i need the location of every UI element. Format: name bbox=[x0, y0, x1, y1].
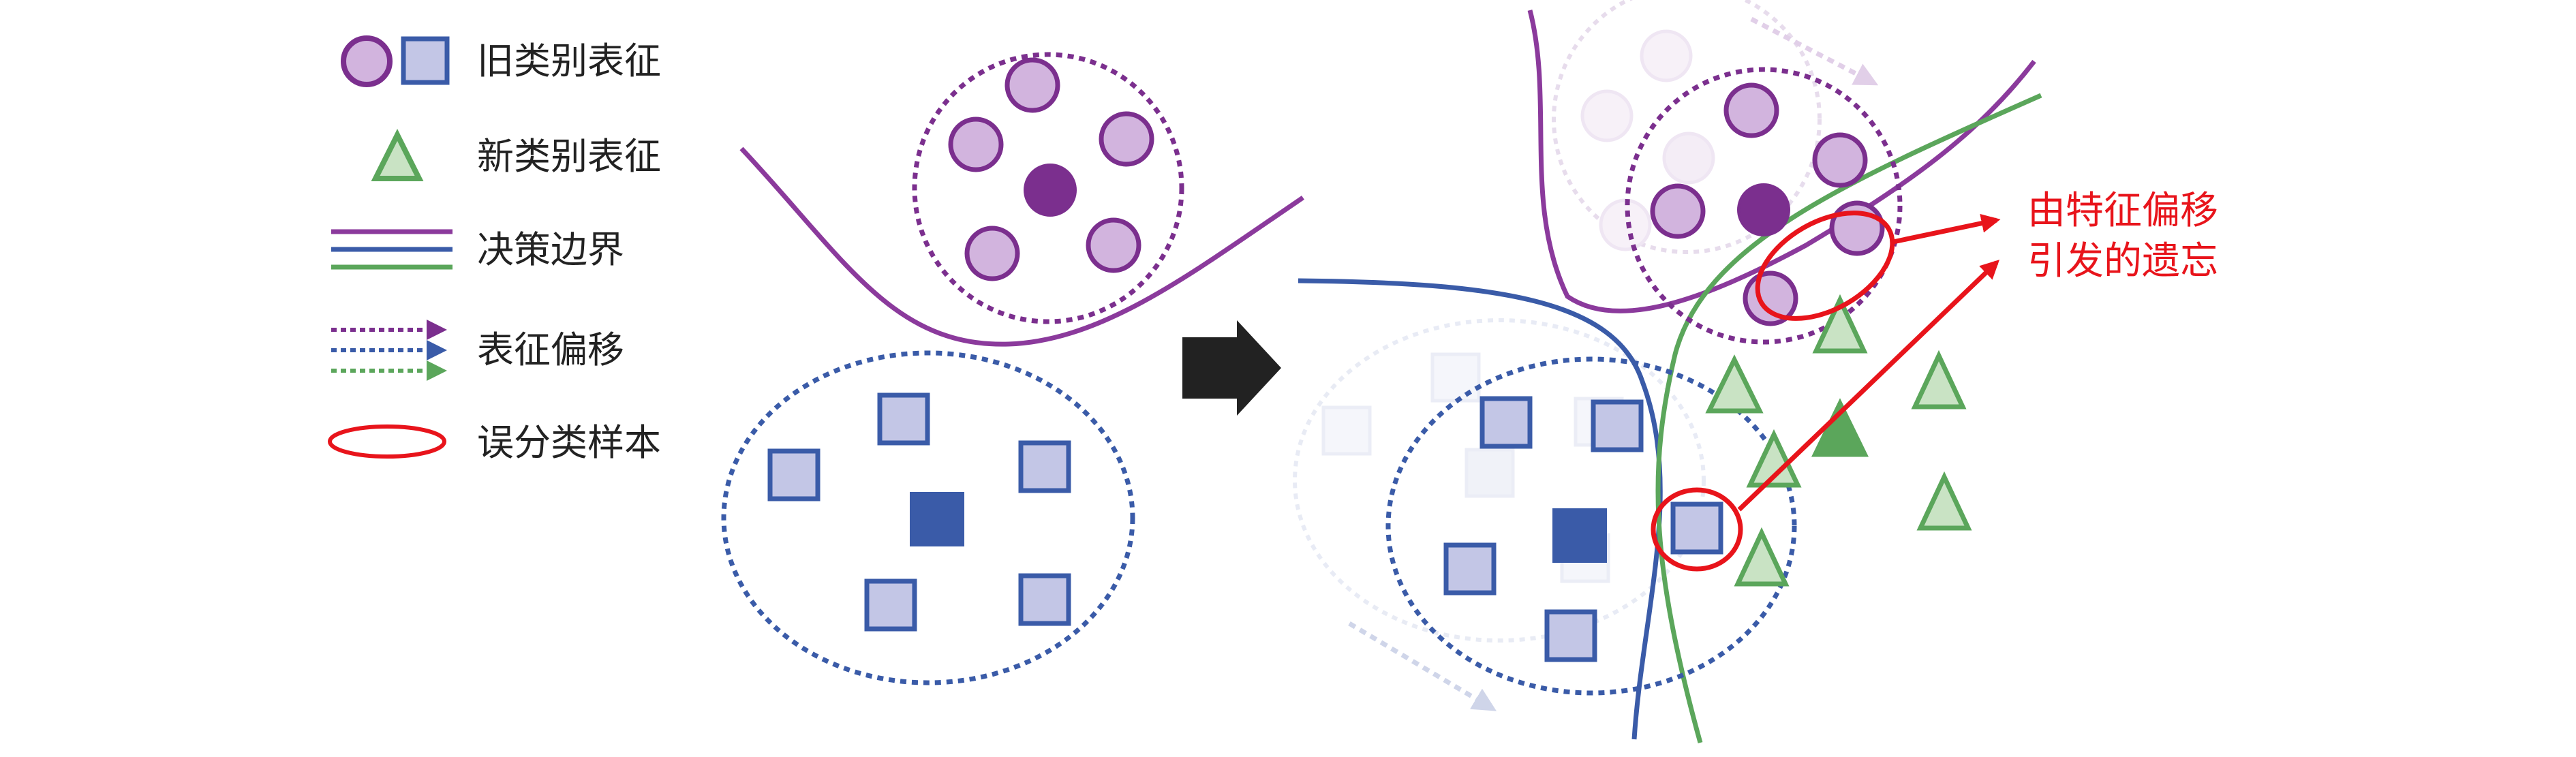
purple-sample bbox=[1723, 82, 1779, 138]
green-sample bbox=[1916, 471, 1972, 531]
misclass-ellipse-icon bbox=[328, 424, 446, 459]
blue-prototype bbox=[1552, 508, 1607, 563]
green-prototype bbox=[1811, 398, 1869, 457]
shifted-purple-cluster-outline bbox=[1625, 67, 1903, 345]
faded-blue-sample bbox=[1430, 352, 1481, 403]
purple-decision-boundary bbox=[739, 146, 1304, 347]
new-green-class bbox=[1705, 294, 1972, 587]
blue-sample bbox=[1591, 399, 1644, 452]
legend-misclass: 误分类样本 bbox=[328, 421, 661, 464]
new-class-triangle-icon bbox=[371, 129, 424, 181]
forgetting-arrow-bottom bbox=[1737, 260, 2000, 512]
purple-sample bbox=[1099, 111, 1154, 167]
legend-shift-label: 表征偏移 bbox=[477, 328, 624, 371]
purple-sample bbox=[964, 226, 1020, 281]
legend-shift: 表征偏移 bbox=[331, 320, 624, 381]
green-sample bbox=[1812, 294, 1868, 354]
blue-sample bbox=[1018, 440, 1071, 493]
green-sample bbox=[1734, 527, 1790, 587]
blue-sample bbox=[1479, 396, 1533, 449]
faded-old-purple-cluster bbox=[1552, 0, 1879, 254]
faded-blue-sample bbox=[1321, 405, 1372, 456]
faded-purple-cluster-outline bbox=[1552, 0, 1822, 254]
shifted-blue-cluster bbox=[1385, 356, 1797, 696]
green-sample bbox=[1746, 429, 1802, 488]
purple-prototype bbox=[1737, 183, 1790, 236]
legend-old-label: 旧类别表征 bbox=[477, 40, 661, 82]
faded-blue-sample bbox=[1465, 448, 1515, 498]
green-sample bbox=[1911, 350, 1967, 410]
legend-boundary-label: 决策边界 bbox=[477, 228, 624, 271]
purple-sample bbox=[1086, 217, 1141, 273]
blue-sample bbox=[1544, 609, 1597, 662]
shifted-blue-boundary bbox=[1298, 278, 1663, 740]
old-class-circle-icon bbox=[341, 35, 393, 87]
purple-sample bbox=[1650, 183, 1706, 239]
after-panel: 由特征偏移 引发的遗忘 bbox=[1293, 0, 2218, 743]
green-boundary bbox=[1655, 93, 2042, 743]
forgetting-annotation: 由特征偏移 引发的遗忘 bbox=[2027, 189, 2218, 283]
purple-shift-arrow bbox=[1750, 16, 1879, 86]
purple-sample bbox=[1829, 200, 1885, 256]
legend-new-label: 新类别表征 bbox=[477, 135, 661, 178]
annotation-line-2: 引发的遗忘 bbox=[2027, 239, 2218, 283]
legend-misclass-label: 误分类样本 bbox=[477, 421, 661, 464]
faded-purple-sample bbox=[1580, 89, 1634, 142]
legend-boundary: 决策边界 bbox=[331, 228, 624, 271]
shifted-blue-cluster-outline bbox=[1385, 356, 1797, 696]
misclassified-blue-ellipse bbox=[1651, 487, 1743, 572]
blue-sample bbox=[1443, 542, 1497, 596]
green-sample bbox=[1705, 354, 1764, 414]
blue-sample bbox=[877, 392, 930, 446]
before-panel bbox=[721, 52, 1304, 685]
legend: 旧类别表征 新类别表征 决策边界 表征偏移 误分类样本 bbox=[328, 35, 661, 464]
legend-new-class: 新类别表征 bbox=[371, 129, 661, 181]
faded-purple-sample bbox=[1599, 198, 1652, 251]
legend-old-class: 旧类别表征 bbox=[341, 35, 661, 87]
shifted-purple-boundary bbox=[1527, 10, 2036, 313]
purple-prototype bbox=[1024, 164, 1077, 217]
annotation-line-1: 由特征偏移 bbox=[2027, 189, 2218, 233]
forgetting-arrow-top bbox=[1892, 213, 2001, 245]
blue-sample bbox=[1018, 573, 1071, 626]
purple-sample bbox=[1005, 57, 1060, 113]
shifted-purple-cluster bbox=[1625, 67, 1903, 345]
misclassified-purple-ellipse bbox=[1755, 211, 1895, 321]
faded-blue-cluster-outline bbox=[1293, 318, 1706, 643]
old-blue-cluster bbox=[721, 350, 1135, 685]
old-purple-cluster bbox=[912, 52, 1184, 324]
purple-sample bbox=[948, 117, 1004, 172]
blue-sample bbox=[864, 578, 917, 632]
faded-purple-sample bbox=[1662, 132, 1715, 185]
blue-sample bbox=[767, 448, 821, 501]
blue-prototype bbox=[910, 492, 964, 546]
old-class-square-icon bbox=[401, 36, 450, 85]
faded-purple-sample bbox=[1640, 29, 1693, 82]
misclassified-blue-sample bbox=[1670, 501, 1723, 555]
blue-cluster-outline bbox=[721, 350, 1135, 685]
purple-sample bbox=[1812, 132, 1868, 188]
blue-shift-arrow bbox=[1348, 621, 1497, 711]
transition-arrow-icon bbox=[1182, 320, 1281, 416]
purple-cluster-outline bbox=[912, 52, 1184, 324]
